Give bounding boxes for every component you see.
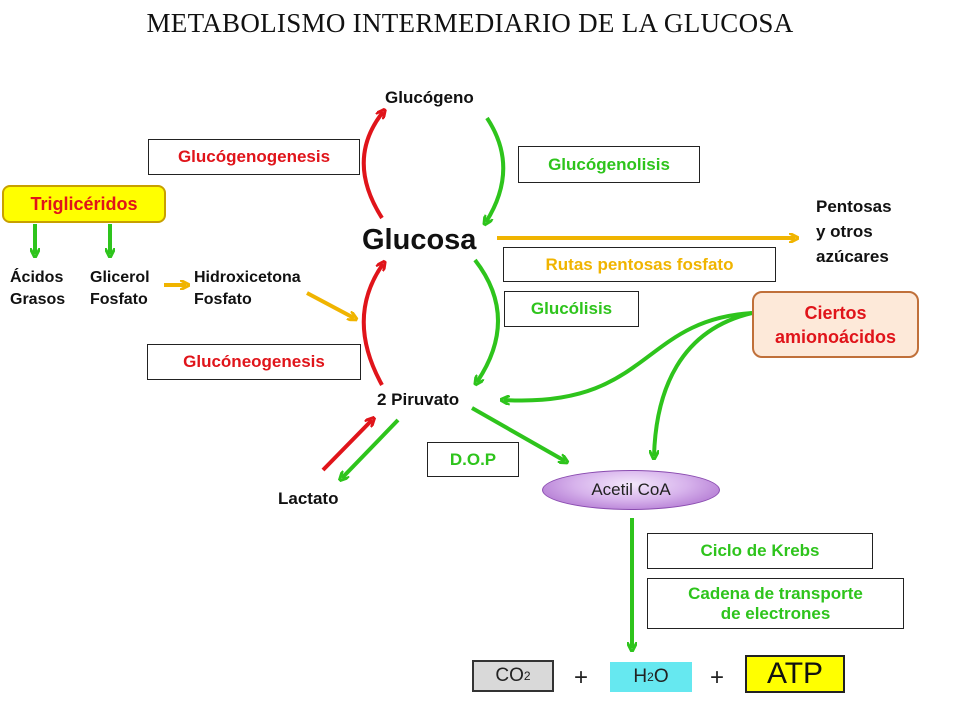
node-glucogeno: Glucógeno xyxy=(385,88,474,107)
arrow-lactato-piruvato xyxy=(321,420,372,472)
arrow-hidroxicetona-gluconeo xyxy=(306,291,354,318)
arrow-piruvato-acetil xyxy=(471,406,565,461)
box-ciclo-krebs: Ciclo de Krebs xyxy=(647,533,873,569)
product-atp: ATP xyxy=(745,655,845,693)
node-acetil-coa: Acetil CoA xyxy=(542,470,720,510)
h2o-o: O xyxy=(653,666,669,687)
box-trigliceridos: Triglicéridos xyxy=(2,185,166,223)
box-glucogenogenesis: Glucógenogenesis xyxy=(148,139,360,175)
arrow-glucogenogenesis xyxy=(361,112,383,220)
box-rutas-pentosas: Rutas pentosas fosfato xyxy=(503,247,776,282)
node-piruvato: 2 Piruvato xyxy=(377,390,460,409)
arrow-piruvato-lactato xyxy=(342,418,400,478)
co2-base: CO xyxy=(495,665,524,686)
node-acidos-grasos: Ácidos Grasos xyxy=(10,269,66,308)
arrow-gluconeogenesis xyxy=(361,264,383,386)
box-cadena-transporte: Cadena de transporte de electrones xyxy=(647,578,904,629)
co2-subscript: 2 xyxy=(523,669,531,683)
plus-sign-1: + xyxy=(574,664,589,691)
node-glucosa: Glucosa xyxy=(362,224,477,256)
arrow-glucogenolisis xyxy=(486,116,506,222)
node-lactato: Lactato xyxy=(278,489,339,508)
arrow-aminoacidos-acetil xyxy=(654,311,753,456)
node-pentosas: Pentosas y otros azúcares xyxy=(816,197,892,266)
box-glucogenolisis: Glucógenolisis xyxy=(518,146,700,183)
plus-sign-2: + xyxy=(710,664,725,691)
h2o-h: H xyxy=(633,666,648,687)
box-glucolisis: Glucólisis xyxy=(504,291,639,327)
node-hidroxicetona-fosfato: Hidroxicetona Fosfato xyxy=(194,269,301,308)
diagram-title: METABOLISMO INTERMEDIARIO DE LA GLUCOSA xyxy=(146,8,794,38)
box-dop: D.O.P xyxy=(427,442,519,477)
box-gluconeogenesis: Glucóneogenesis xyxy=(147,344,361,380)
arrow-glucolisis xyxy=(475,258,500,382)
node-glicerol-fosfato: Glicerol Fosfato xyxy=(90,269,150,308)
h2o-subscript: 2 xyxy=(647,670,654,684)
box-ciertos-aminoacidos: Ciertos amionoácidos xyxy=(752,291,919,358)
arrow-aminoacidos-piruvato xyxy=(504,311,753,401)
